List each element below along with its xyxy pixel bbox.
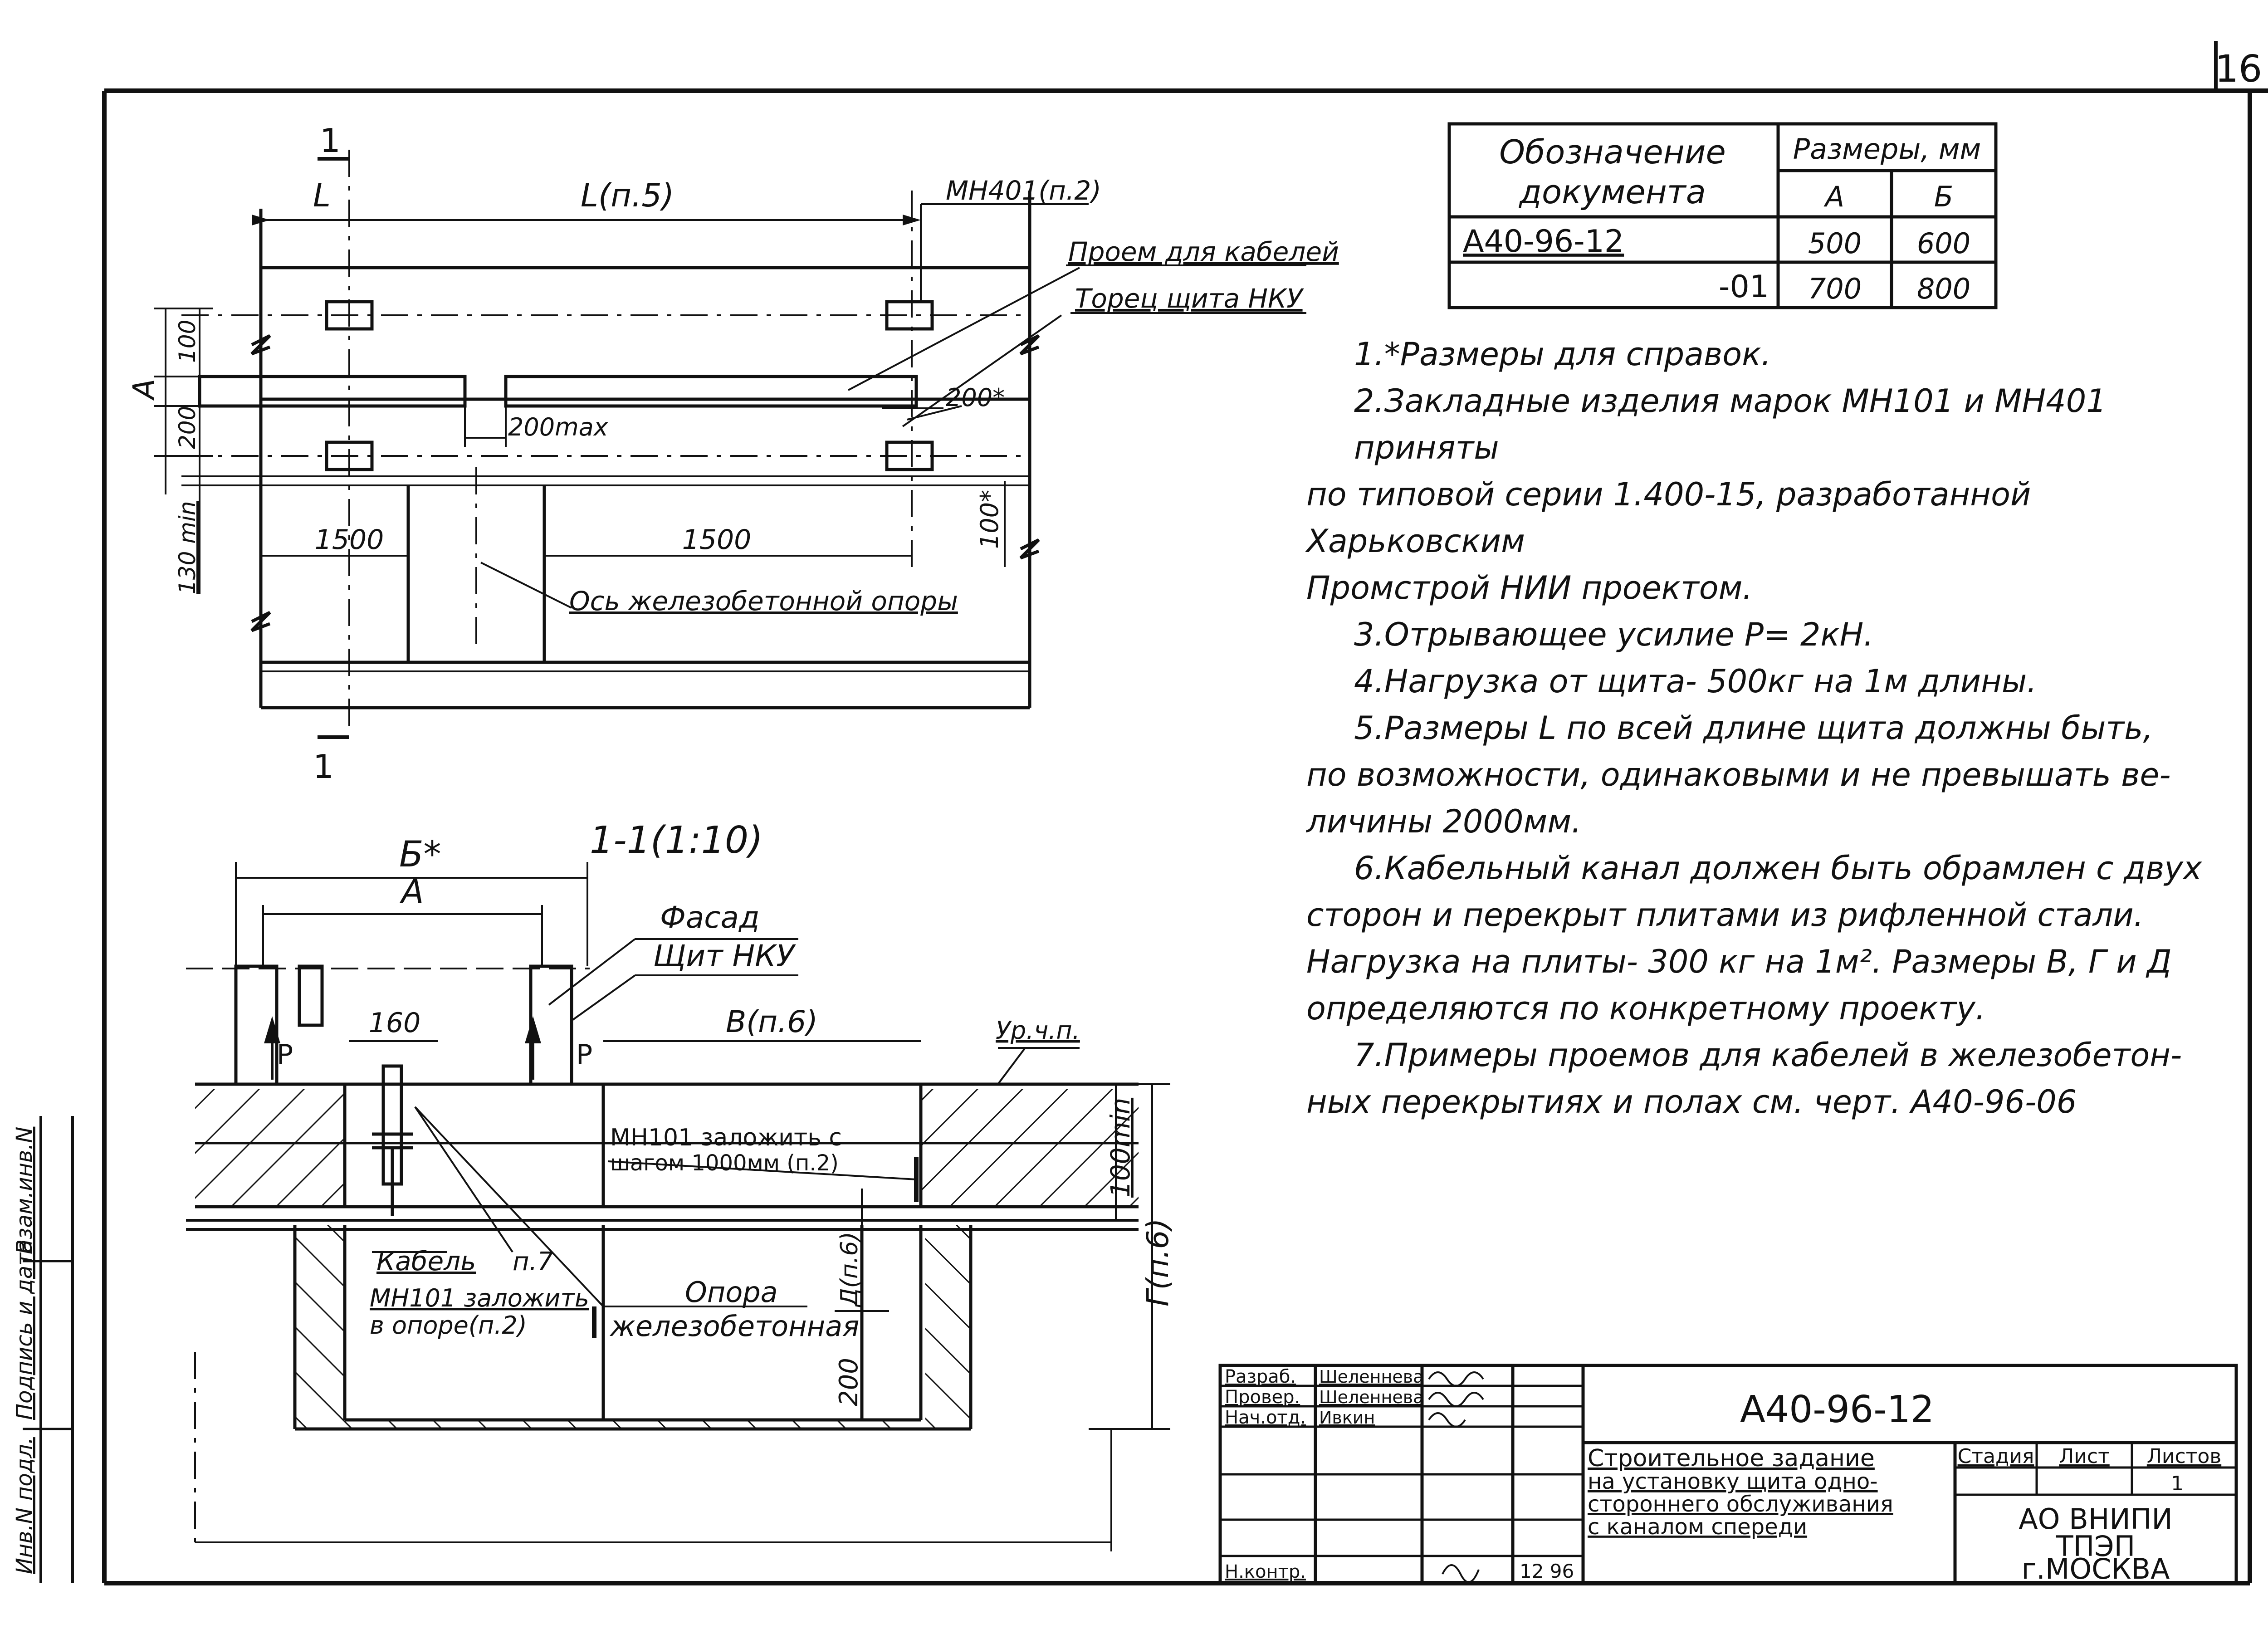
plan-label-support-axis: Ось железобетонной опоры	[569, 586, 958, 616]
section-label-mn101-step: МН101 заложить с	[610, 1124, 842, 1151]
note-line: по возможности, одинаковыми и не превыша…	[1306, 756, 2171, 793]
title-sheet: 1	[2171, 1472, 2184, 1495]
title-description: с каналом спереди	[1588, 1514, 1807, 1540]
side-stamp-sign: Подпись и дата	[12, 1239, 37, 1420]
title-name: Ивкин	[1319, 1408, 1375, 1428]
plan-dim-100: 100	[174, 320, 200, 363]
note-line: 5.Размеры L по всей длине щита должны бы…	[1354, 709, 2153, 747]
section-dim-D-n6: Д(п.6)	[836, 1232, 863, 1307]
plan-dim-1500-right: 1500	[682, 524, 752, 556]
title-org: АО ВНИПИ	[2019, 1502, 2172, 1536]
note-line: Нагрузка на плиты- 300 кг на 1м². Размер…	[1306, 943, 2172, 980]
section-dim-B-n6: В(п.6)	[726, 1004, 818, 1039]
title-description: стороннего обслуживания	[1588, 1492, 1893, 1517]
section-mark-top: 1	[320, 122, 341, 160]
table-row-doc: А40-96-12	[1463, 224, 1624, 259]
section-label-p7: п.7	[513, 1247, 553, 1277]
title-role: Провер.	[1225, 1387, 1300, 1408]
title-role: Разраб.	[1225, 1366, 1296, 1387]
side-stamp-vzam: Взам.инв.N	[12, 1127, 37, 1254]
note-line: по типовой серии 1.400-15, разработанной…	[1306, 476, 2031, 560]
table-header-doc-1: Обозначение	[1499, 133, 1726, 171]
section-mark-bottom: 1	[313, 748, 334, 786]
plan-dim-L-n5: L(п.5)	[581, 177, 674, 214]
plan-label-panel-end: Торец щита НКУ	[1075, 283, 1304, 314]
title-role: Н.контр.	[1225, 1561, 1306, 1582]
section-force-P-right: Р	[576, 1039, 592, 1071]
section-label-facade: Фасад	[660, 900, 760, 935]
sheet-number: 16	[2215, 48, 2262, 91]
title-col-sheets: Листов	[2147, 1445, 2221, 1468]
section-dim-200: 200	[834, 1358, 864, 1406]
title-description: на установку щита одно-	[1588, 1469, 1878, 1494]
section-label-panel: Щит НКУ	[653, 939, 796, 974]
note-line: 2.Закладные изделия марок МН101 и МН401 …	[1354, 382, 2107, 466]
section-dim-B-star: Б*	[399, 834, 441, 875]
note-line: 7.Примеры проемов для кабелей в железобе…	[1354, 1037, 2182, 1074]
section-label-mn101-support: МН101 заложить	[370, 1284, 589, 1312]
section-dim-G-n6: Г(п.6)	[1140, 1218, 1175, 1306]
signatures	[1428, 1371, 1484, 1583]
title-org: ТПЭП	[2056, 1530, 2135, 1563]
table-row-b: 800	[1917, 272, 1970, 305]
note-line: 1.*Размеры для справок.	[1354, 336, 1771, 373]
title-name: Шеленнева	[1319, 1387, 1423, 1407]
plan-view	[154, 150, 1306, 739]
section-title: 1-1(1:10)	[590, 819, 763, 862]
title-col-sheet: Лист	[2059, 1445, 2110, 1468]
table-row-a: 700	[1808, 272, 1862, 305]
plan-dim-A: А	[127, 379, 161, 401]
section-dim-A: А	[400, 872, 424, 910]
section-label-level: Ур.ч.п.	[996, 1016, 1080, 1045]
plan-dim-1500-left: 1500	[315, 524, 384, 556]
plan-dim-200star: 200*	[946, 383, 1005, 412]
plan-dim-200: 200	[174, 406, 200, 449]
note-line: ных перекрытиях и полах см. черт. А40-96…	[1306, 1083, 2077, 1120]
plan-dim-L: L	[313, 177, 331, 214]
section-label-cable: Кабель	[376, 1246, 476, 1277]
title-role: Нач.отд.	[1225, 1407, 1306, 1428]
title-name: Шеленнева	[1319, 1367, 1423, 1387]
table-header-doc-2: документа	[1518, 173, 1706, 211]
title-date: 12 96	[1520, 1560, 1574, 1582]
note-line: Промстрой НИИ проектом.	[1306, 569, 1753, 607]
table-row-doc: -01	[1719, 269, 1769, 305]
notes: 1.*Размеры для справок. 2.Закладные изде…	[1306, 331, 2250, 1125]
table-col-a: А	[1823, 180, 1844, 213]
plan-dim-130min: 130 min	[174, 501, 200, 594]
section-label-mn101-support: в опоре(п.2)	[370, 1311, 527, 1340]
title-block	[1218, 1364, 2238, 1585]
side-stamp: Инв.N подл. Подпись и дата Взам.инв.N	[12, 1116, 74, 1583]
section-force-P-left: Р	[277, 1039, 293, 1071]
note-line: определяются по конкретному проекту.	[1306, 990, 1986, 1027]
note-line: сторон и перекрыт плитами из рифленной с…	[1306, 896, 2144, 934]
table-row-a: 500	[1808, 227, 1862, 260]
plan-dim-100star: 100*	[975, 490, 1004, 549]
table-row-b: 600	[1917, 227, 1970, 260]
section-label-mn101-step: шагом 1000мм (п.2)	[610, 1150, 839, 1176]
section-dim-160: 160	[369, 1007, 421, 1039]
note-line: личины 2000мм.	[1306, 803, 1582, 840]
document-table	[1447, 122, 1998, 309]
title-org: г.МОСКВА	[2022, 1552, 2170, 1585]
title-doc-code: А40-96-12	[1740, 1388, 1934, 1431]
section-label-support: железобетонная	[609, 1310, 859, 1343]
plan-label-cable-opening: Проем для кабелей	[1068, 236, 1339, 267]
side-stamp-inv: Инв.N подл.	[12, 1437, 37, 1574]
section-label-support: Опора	[685, 1276, 778, 1309]
plan-label-mn401: МН401(п.2)	[946, 175, 1101, 206]
title-description: Строительное задание	[1588, 1445, 1875, 1472]
plan-dim-200max: 200max	[508, 413, 609, 441]
title-col-stage: Стадия	[1958, 1445, 2034, 1468]
section-dim-100min: 100min	[1105, 1098, 1136, 1198]
table-col-b: Б	[1934, 180, 1954, 213]
table-header-sizes: Размеры, мм	[1793, 132, 1981, 166]
note-line: 4.Нагрузка от щита- 500кг на 1м длины.	[1354, 663, 2037, 700]
note-line: 3.Отрывающее усилие Р= 2кН.	[1354, 616, 1874, 653]
section-view	[186, 862, 1170, 1551]
note-line: 6.Кабельный канал должен быть обрамлен с…	[1354, 850, 2202, 887]
